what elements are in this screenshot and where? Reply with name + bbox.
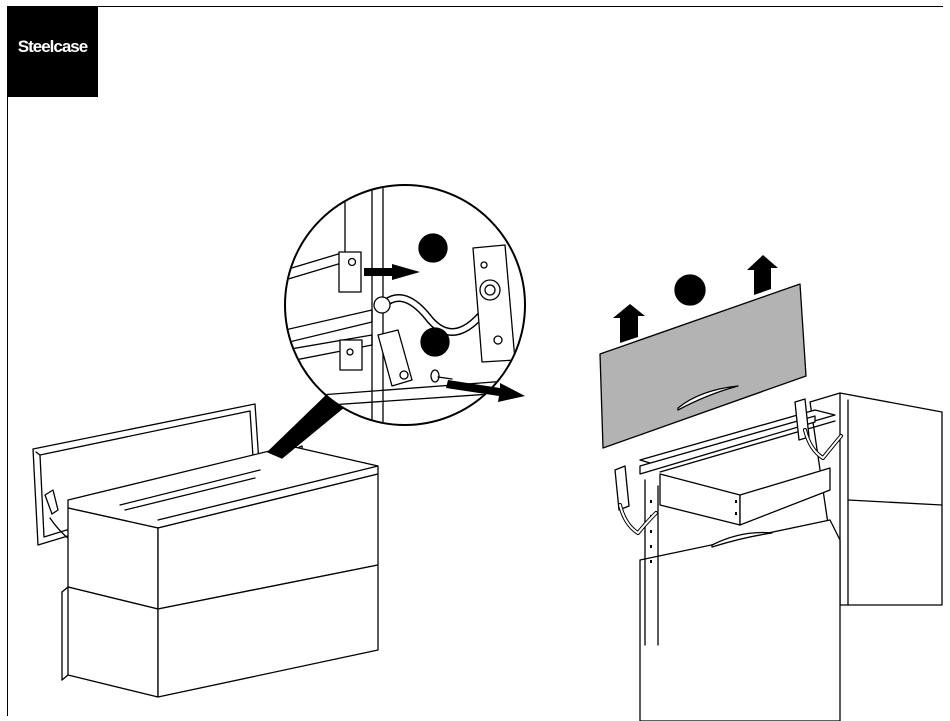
left-cabinet-illustration (33, 392, 378, 697)
step-marker-icon (419, 234, 447, 262)
hinge-detail-circle (285, 180, 525, 430)
lift-arrow-left-icon (613, 304, 645, 343)
lift-arrow-right-icon (747, 255, 778, 295)
right-cabinet-illustration (600, 255, 942, 721)
step-marker-icon (421, 328, 449, 356)
step-marker-icon (675, 275, 705, 305)
